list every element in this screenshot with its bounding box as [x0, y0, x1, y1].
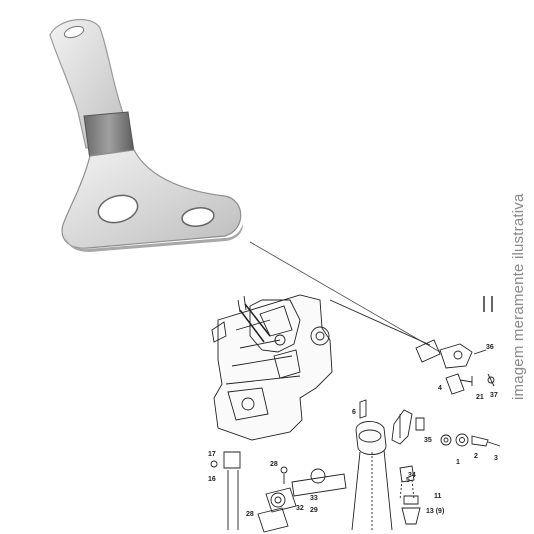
part-label: 21 — [476, 394, 484, 401]
part-label: 35 — [424, 437, 432, 444]
part-label: 29 — [310, 507, 318, 514]
bracket-part-photo — [49, 18, 243, 252]
part-label: 28 — [246, 511, 254, 518]
part-label: 32 — [296, 505, 304, 512]
part-label: 5 — [406, 477, 410, 484]
exploded-parts-diagram — [210, 294, 501, 533]
part-label: 11 — [434, 493, 442, 500]
part-label: 1 — [456, 459, 460, 466]
watermark-text: imagem meramente ilustrativa — [510, 193, 527, 400]
leader-line — [249, 241, 441, 353]
part-label: 28 — [270, 461, 278, 468]
part-label: 2 — [474, 453, 478, 460]
part-label: 16 — [208, 476, 216, 483]
part-label: 34 — [408, 472, 416, 479]
part-label: 3 — [494, 455, 498, 462]
part-label: 37 — [490, 392, 498, 399]
part-label: 13 (9) — [426, 508, 444, 515]
part-label: 4 — [438, 385, 442, 392]
part-label: 17 — [208, 451, 216, 458]
part-label: 33 — [310, 495, 318, 502]
part-label: 6 — [352, 409, 356, 416]
part-number-labels: 36 37 21 4 6 35 34 1 2 3 17 16 28 33 32 … — [208, 344, 498, 518]
part-label: 36 — [486, 344, 494, 351]
